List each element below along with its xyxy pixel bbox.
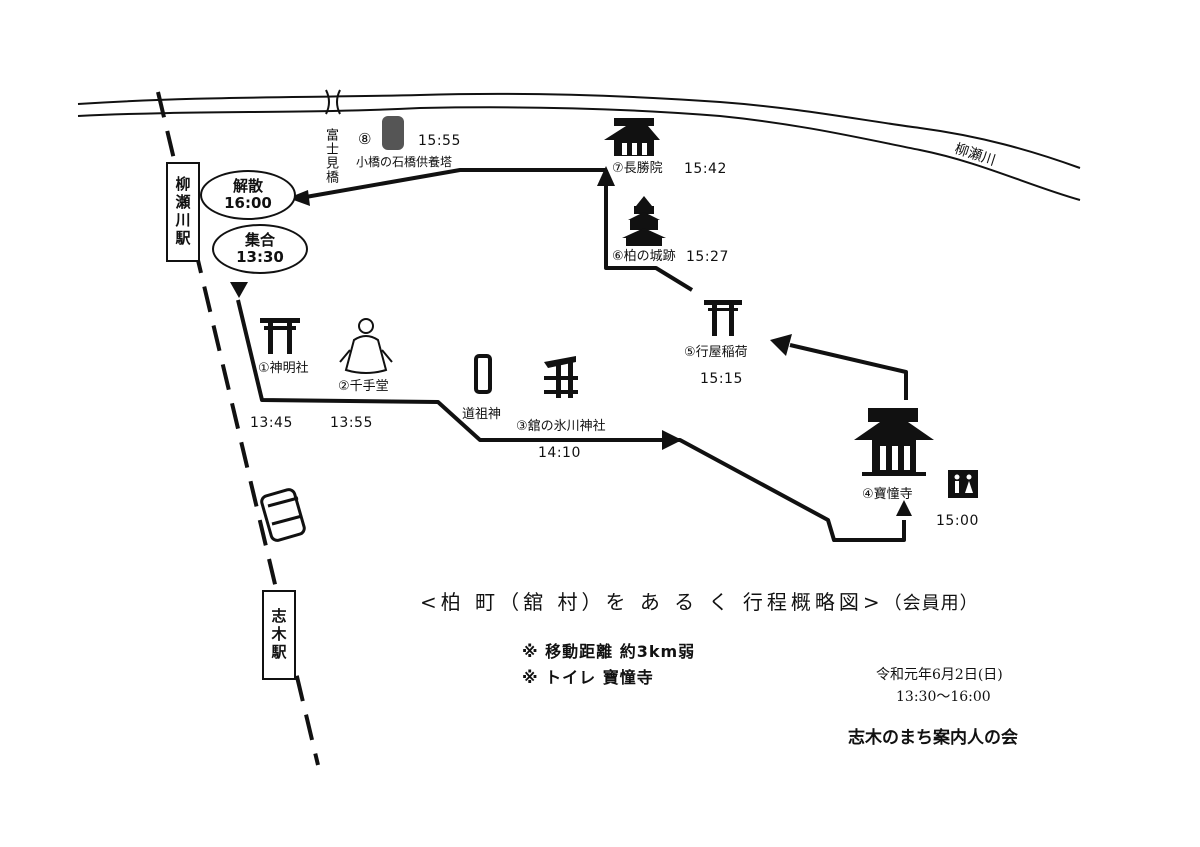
route-arrow-east	[662, 430, 682, 450]
start-time: 13:30	[236, 248, 284, 266]
dosojin-label: 道祖神	[462, 407, 502, 422]
stone-tower-icon	[382, 116, 404, 150]
station-shiki[interactable]: 志木駅	[262, 590, 296, 680]
map-title-main: <柏 町（舘 村）を あ る く 行程概略図>	[420, 590, 884, 614]
stop-7-time: 15:42	[684, 161, 727, 177]
route-arrow-end	[288, 190, 310, 206]
stop-2-label: ②千手堂	[338, 379, 389, 394]
note-distance: ※ 移動距離 約3km弱	[522, 642, 696, 661]
route-arrow-west	[770, 334, 792, 356]
end-label: 解散	[232, 176, 263, 195]
stop-2-time: 13:55	[330, 415, 373, 431]
note-toilet: ※ トイレ 寶憧寺	[522, 668, 654, 687]
stop-8-label: 小橋の石橋供養塔	[356, 155, 453, 169]
event-hours: 13:30～16:00	[896, 689, 991, 705]
dosojin-icon	[474, 354, 492, 394]
stop-8-time: 15:55	[418, 133, 461, 149]
route-arrow-north	[896, 500, 912, 516]
map-title-sub: （会員用）	[883, 593, 979, 614]
stop-3-label: ③舘の氷川神社	[516, 419, 606, 434]
river-bank-north	[77, 92, 1081, 169]
bridge-icon	[325, 89, 341, 115]
river-bank-south	[77, 106, 1081, 201]
stop-5-time: 15:15	[700, 371, 743, 387]
stop-6-label: ⑥柏の城跡	[612, 249, 676, 264]
start-label: 集合	[244, 230, 275, 249]
stop-1-time: 13:45	[250, 415, 293, 431]
stop-3-time: 14:10	[538, 445, 581, 461]
stop-6-time: 15:27	[686, 249, 729, 265]
shrine-icon	[544, 356, 578, 398]
end-point-oval: 解散 16:00	[200, 170, 296, 220]
stop-4-label: ④寶憧寺	[862, 487, 913, 502]
event-date: 令和元年6月2日(日)	[876, 667, 1003, 683]
end-time: 16:00	[224, 194, 272, 212]
walking-route	[236, 168, 908, 542]
event-organizer: 志木のまち案内人の会	[848, 728, 1018, 748]
stop-7-label: ⑦長勝院	[612, 161, 663, 176]
castle-icon	[622, 196, 666, 246]
route-arrow-up	[597, 166, 615, 186]
senju-kannon-icon	[339, 318, 393, 374]
stop-1-label: ①神明社	[258, 361, 309, 376]
stop-5-label: ⑤行屋稲荷	[684, 345, 748, 360]
station-shiki-label: 志木駅	[269, 608, 288, 662]
map-title: <柏 町（舘 村）を あ る く 行程概略図>（会員用）	[420, 586, 979, 615]
restroom-icon	[948, 470, 978, 498]
station-yanasegawa[interactable]: 柳瀬川駅	[166, 162, 200, 262]
stop-8-number: ⑧	[358, 130, 372, 148]
stop-4-time: 15:00	[936, 513, 979, 529]
torii-icon-inari	[704, 300, 742, 336]
torii-icon	[260, 318, 300, 354]
bridge-label: 富士見橋	[323, 128, 338, 184]
station-yanasegawa-label: 柳瀬川駅	[173, 176, 192, 248]
train-car-icon	[260, 488, 306, 542]
route-arrow-start	[230, 282, 248, 298]
start-point-oval: 集合 13:30	[212, 224, 308, 274]
